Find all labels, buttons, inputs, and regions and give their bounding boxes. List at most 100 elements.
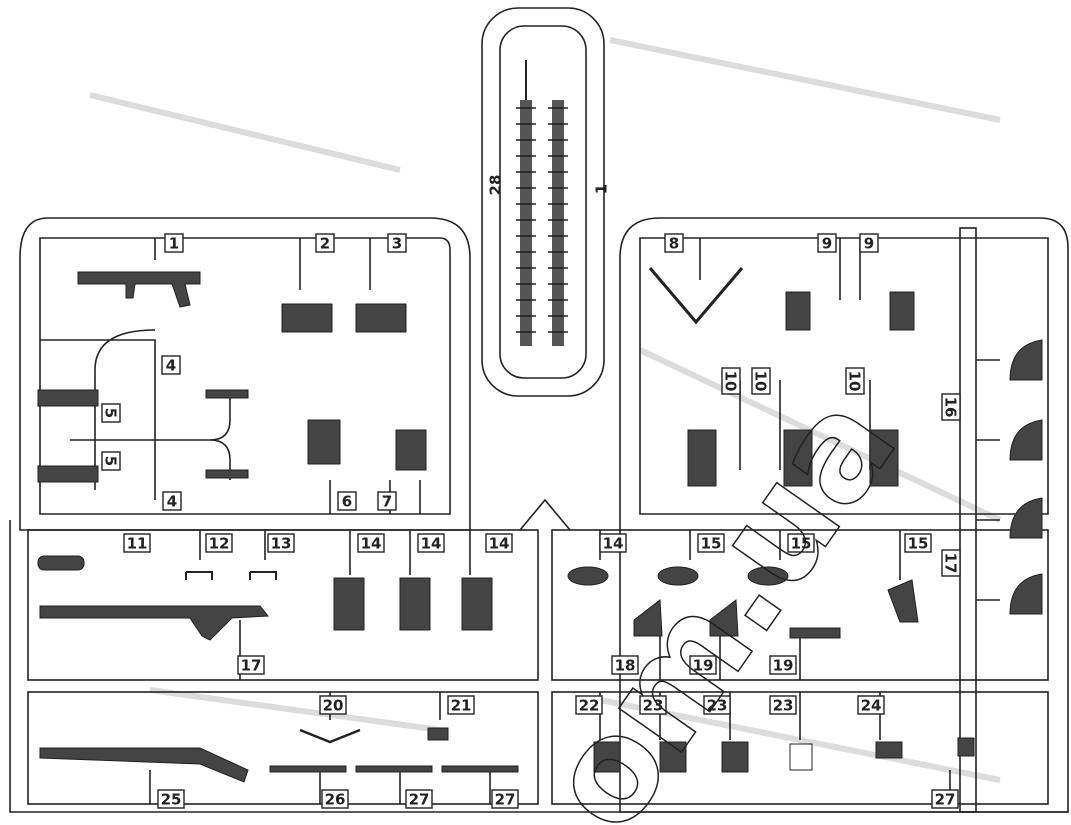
part-number-label-24: 24: [857, 695, 885, 715]
clip-part-13: [249, 571, 277, 580]
ammo-box-part-14b: [399, 577, 431, 631]
svg-text:23: 23: [773, 697, 794, 715]
svg-text:19: 19: [773, 657, 794, 675]
lower-frame-outer: [9, 520, 1068, 813]
part-number-label-4: 4: [162, 491, 182, 511]
ammo-box-part-14a: [333, 577, 365, 631]
part-number-label-10: 10: [721, 367, 741, 395]
central-frame-outer: [481, 7, 605, 397]
bayonet-part-27b: [355, 765, 433, 773]
svg-text:26: 26: [325, 791, 346, 809]
part-number-label-10: 10: [845, 367, 865, 395]
part-number-label-18: 18: [611, 655, 639, 675]
rifle-part-26: [39, 747, 249, 783]
part-number-label-8: 8: [664, 233, 684, 253]
submachine-gun-part: [77, 271, 201, 308]
svg-text:10: 10: [752, 371, 770, 392]
svg-text:4: 4: [166, 357, 176, 375]
pouch-part-23a: [593, 741, 621, 773]
svg-text:8: 8: [669, 235, 679, 253]
svg-text:17: 17: [942, 553, 960, 574]
strap-part-21: [299, 728, 361, 744]
svg-text:23: 23: [643, 697, 664, 715]
bayonet-part-27c: [441, 765, 519, 773]
peg-part-lower: [205, 469, 249, 479]
svg-text:7: 7: [382, 493, 392, 511]
svg-text:14: 14: [489, 535, 510, 553]
ammo-belt-parts: [516, 60, 568, 346]
part-number-label-16: 16: [941, 393, 961, 421]
svg-text:10: 10: [846, 371, 864, 392]
part-number-label-3: 3: [387, 233, 407, 253]
part-number-label-4: 4: [161, 355, 181, 375]
mess-tin-part-15c: [747, 566, 789, 586]
svg-text:5: 5: [102, 408, 120, 418]
svg-text:20: 20: [323, 697, 344, 715]
part-number-label-20: 20: [319, 695, 347, 715]
svg-text:19: 19: [693, 657, 714, 675]
bottom-left-panel: [27, 691, 539, 805]
svg-text:3: 3: [392, 235, 402, 253]
tube-part-11: [37, 555, 85, 571]
part-number-label-14: 14: [485, 533, 513, 553]
part-number-label-17: 17: [941, 549, 961, 577]
binoculars-part-25: [875, 741, 903, 759]
ammo-belt-part-1: [520, 100, 532, 346]
svg-text:12: 12: [209, 535, 230, 553]
part-silhouettes: [37, 267, 1043, 783]
part-number-label-1: 1: [593, 184, 611, 194]
part-28: [957, 737, 975, 757]
part-number-label-27: 27: [491, 789, 519, 809]
svg-text:4: 4: [167, 493, 177, 511]
part-number-label-14: 14: [417, 533, 445, 553]
svg-text:1: 1: [169, 235, 179, 253]
frog-part-20: [789, 627, 841, 639]
machine-gun-part-18: [39, 605, 269, 641]
svg-text:5: 5: [102, 456, 120, 466]
box-part-22: [427, 727, 449, 741]
svg-text:18: 18: [615, 657, 636, 675]
svg-text:15: 15: [701, 535, 722, 553]
part-number-label-26: 26: [321, 789, 349, 809]
part-number-label-27: 27: [931, 789, 959, 809]
part-number-label-17: 17: [237, 655, 265, 675]
svg-text:11: 11: [127, 535, 148, 553]
box-part-24: [789, 743, 813, 771]
ammo-belt-part-2: [552, 100, 564, 346]
svg-text:24: 24: [861, 697, 882, 715]
svg-text:25: 25: [161, 791, 182, 809]
canteen-part-10b: [783, 429, 813, 487]
magazine-pouch-part-2: [281, 303, 333, 333]
svg-text:27: 27: [935, 791, 956, 809]
part-number-label-10: 10: [751, 367, 771, 395]
left-frame-inner: [39, 237, 451, 515]
part-number-label-25: 25: [157, 789, 185, 809]
drum-part-6: [307, 419, 341, 465]
svg-text:9: 9: [864, 235, 874, 253]
sprue-frame: [9, 7, 1069, 813]
faint-backprint: [89, 37, 1002, 783]
svg-text:28: 28: [487, 175, 505, 196]
svg-text:16: 16: [942, 397, 960, 418]
part-number-label-22: 22: [575, 695, 603, 715]
part-number-label-7: 7: [377, 491, 397, 511]
svg-text:6: 6: [342, 493, 352, 511]
svg-text:17: 17: [241, 657, 262, 675]
shovel-part-19b: [709, 599, 739, 637]
part-number-label-19: 19: [769, 655, 797, 675]
part-number-label-28: 28: [487, 175, 505, 196]
svg-text:23: 23: [707, 697, 728, 715]
mess-tin-part-15b: [657, 566, 699, 586]
bayonet-part-27a: [269, 765, 347, 773]
part-number-label-23: 23: [703, 695, 731, 715]
mount-part-upper: [37, 389, 99, 407]
pouch-part-23b: [659, 741, 687, 773]
part-number-label-23: 23: [639, 695, 667, 715]
part-number-label-1: 1: [164, 233, 184, 253]
right-vertical-rail: [959, 227, 977, 813]
part-number-label-6: 6: [337, 491, 357, 511]
lower-left-panel: [27, 529, 539, 681]
part-number-label-14: 14: [599, 533, 627, 553]
svg-text:27: 27: [409, 791, 430, 809]
